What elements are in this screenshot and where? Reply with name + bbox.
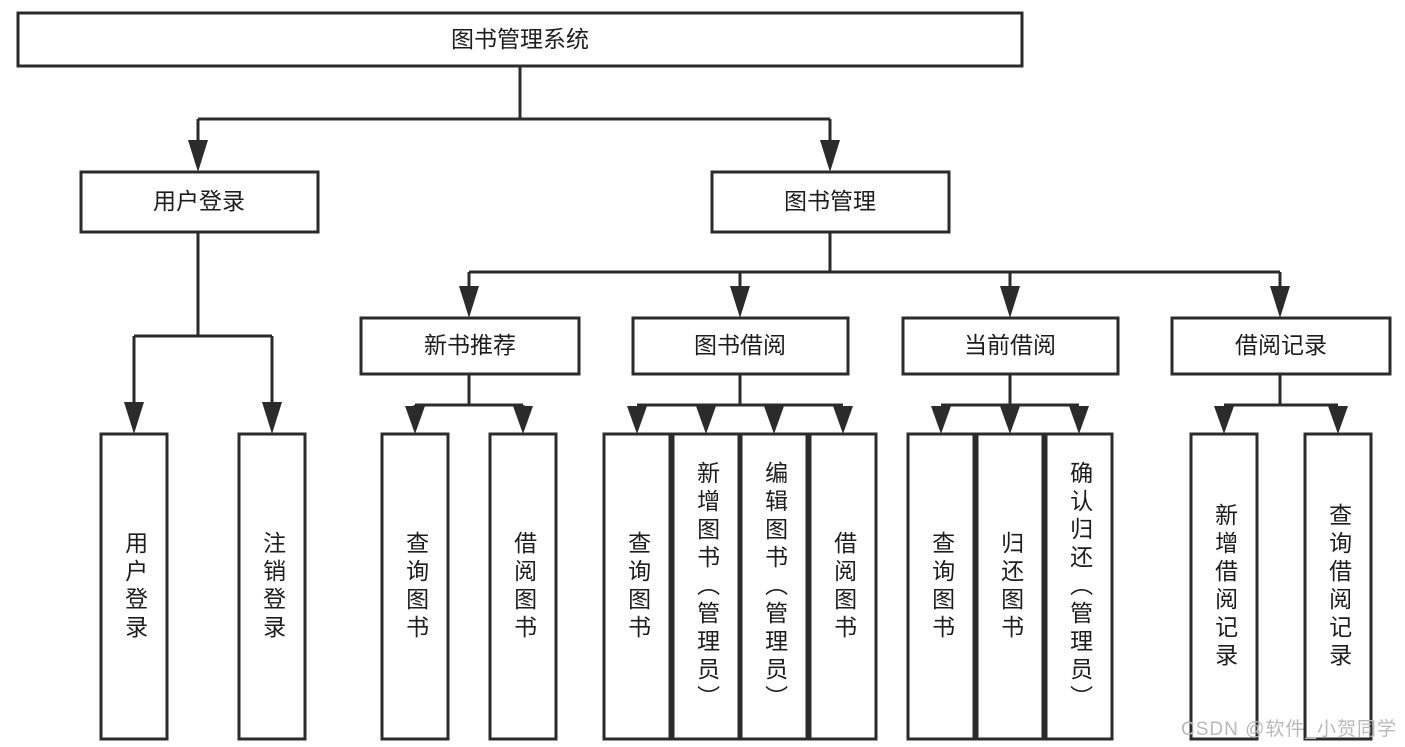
arrow-head-current-borrow — [1000, 286, 1020, 318]
connector-group-book-mgmt — [459, 232, 1290, 318]
node-current-borrow-box[interactable] — [901, 316, 1120, 376]
watermark-text: CSDN @软件_小贺同学 — [1181, 719, 1397, 740]
arrow-head-leaf-borrow-record-2 — [1328, 406, 1348, 434]
leaf-box-new-book-1[interactable] — [380, 432, 450, 741]
arrow-head-leaf-book-borrow-4 — [833, 406, 853, 434]
leaf-box-user-login-1[interactable] — [99, 432, 169, 741]
arrow-head-book-mgmt — [820, 140, 840, 172]
node-book-mgmt-box[interactable] — [710, 170, 951, 234]
arrow-head-book-borrow — [730, 286, 750, 318]
leaf-box-new-book-2[interactable] — [488, 432, 558, 741]
node-root-box[interactable] — [16, 11, 1024, 68]
leaf-box-book-borrow-4[interactable] — [808, 432, 878, 741]
arrow-head-leaf-user-login-1 — [124, 402, 144, 434]
node-book-borrow-box[interactable] — [631, 316, 850, 376]
leaf-box-book-borrow-3[interactable] — [739, 432, 809, 741]
connector-group-book-borrow — [627, 374, 853, 434]
leaf-box-user-login-2[interactable] — [237, 432, 307, 741]
node-new-book-label: 新书推荐 — [424, 332, 516, 358]
leaf-box-book-borrow-2[interactable] — [671, 432, 741, 741]
arrow-head-leaf-current-borrow-1 — [931, 406, 951, 434]
arrow-head-leaf-current-borrow-3 — [1069, 406, 1089, 434]
node-root-label: 图书管理系统 — [451, 26, 589, 52]
connector-group-current-borrow — [931, 374, 1089, 434]
node-borrow-record-label: 借阅记录 — [1235, 332, 1327, 358]
node-new-book-box[interactable] — [359, 316, 581, 376]
node-borrow-record-box[interactable] — [1170, 316, 1392, 376]
leaf-box-current-borrow-2[interactable] — [975, 432, 1045, 741]
arrow-head-leaf-book-borrow-2 — [696, 406, 716, 434]
leaf-box-borrow-record-2[interactable] — [1303, 432, 1373, 741]
arrow-head-new-book — [459, 286, 479, 318]
connector-group-new-book — [405, 374, 533, 434]
arrow-head-leaf-new-book-2 — [513, 406, 533, 434]
node-book-mgmt-label: 图书管理 — [784, 188, 876, 214]
arrow-head-leaf-book-borrow-1 — [627, 406, 647, 434]
node-user-login-box[interactable] — [79, 170, 320, 234]
arrow-head-borrow-record — [1270, 286, 1290, 318]
leaf-box-current-borrow-3[interactable] — [1044, 432, 1114, 741]
arrow-head-leaf-current-borrow-2 — [1000, 406, 1020, 434]
node-current-borrow-label: 当前借阅 — [964, 332, 1056, 358]
node-user-login-label: 用户登录 — [153, 188, 245, 214]
node-book-borrow-label: 图书借阅 — [694, 332, 786, 358]
connector-group-root — [188, 66, 840, 172]
arrow-head-leaf-borrow-record-1 — [1214, 406, 1234, 434]
connector-group-borrow-record — [1214, 374, 1348, 434]
arrow-head-user-login — [188, 140, 208, 172]
connector-group-user-login — [124, 232, 282, 434]
leaf-box-current-borrow-1[interactable] — [906, 432, 976, 741]
arrow-head-leaf-book-borrow-3 — [764, 406, 784, 434]
arrow-head-leaf-new-book-1 — [405, 406, 425, 434]
leaf-box-borrow-record-1[interactable] — [1189, 432, 1259, 741]
leaf-box-book-borrow-1[interactable] — [602, 432, 672, 741]
arrow-head-leaf-user-login-2 — [262, 402, 282, 434]
